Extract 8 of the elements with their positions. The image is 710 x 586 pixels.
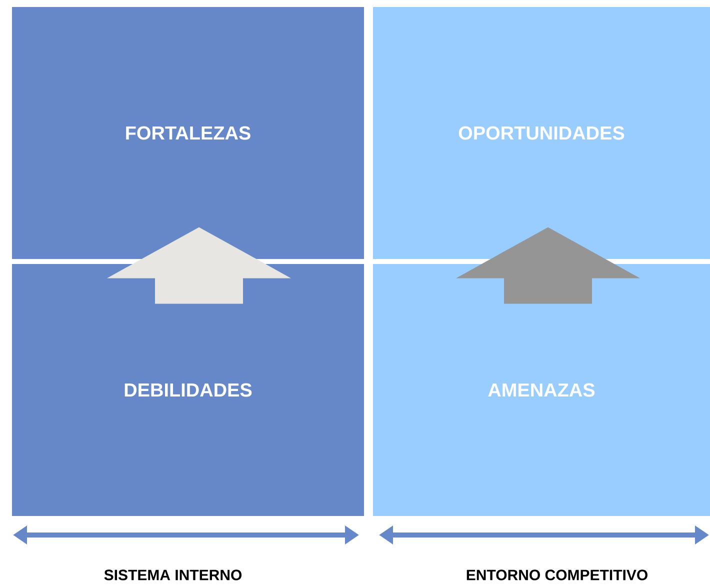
block-arrow (456, 227, 640, 304)
axis-label: ENTORNO COMPETITIVO (466, 570, 648, 580)
quadrant-box: AMENAZAS (373, 264, 710, 516)
quadrant-box: DEBILIDADES (12, 264, 364, 516)
quadrant-box: OPORTUNIDADES (373, 7, 710, 259)
quadrant-box: FORTALEZAS (12, 7, 364, 259)
block-arrow (107, 227, 291, 304)
axis-label: SISTEMA INTERNO (104, 570, 242, 580)
